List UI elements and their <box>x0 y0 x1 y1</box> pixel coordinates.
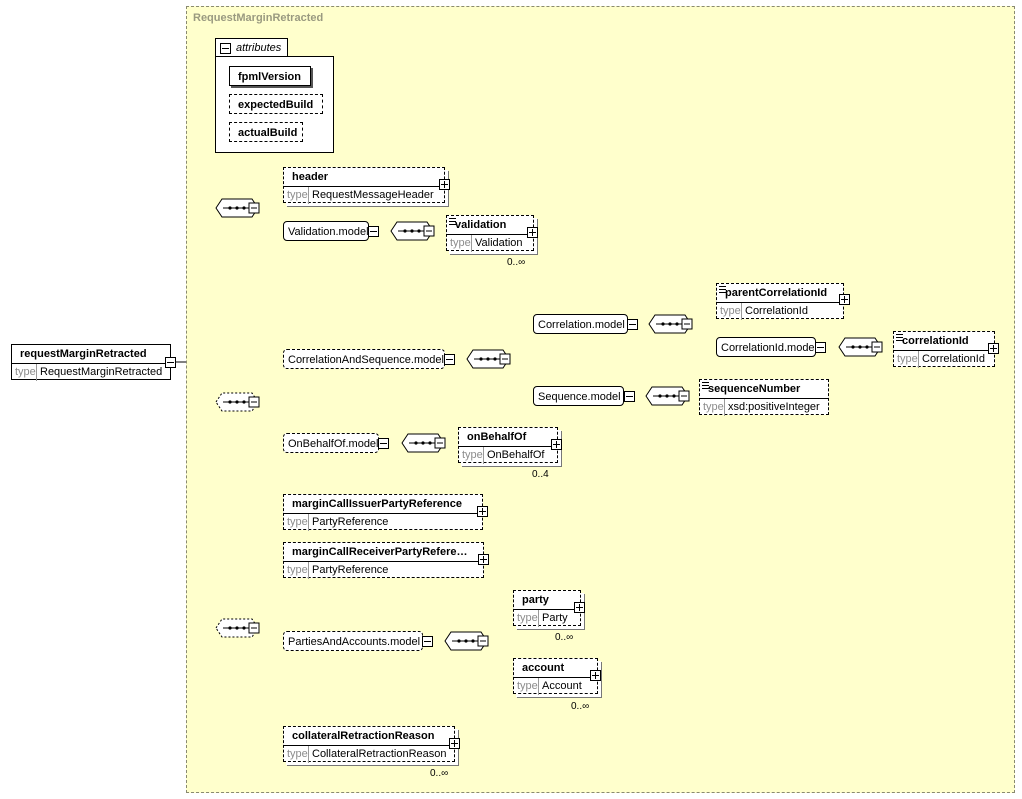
header-element-type: RequestMessageHeader <box>312 189 434 201</box>
type-label: type <box>450 237 471 249</box>
parent-correlation-id-name: parentCorrelationId <box>725 287 828 299</box>
validation-model-group[interactable]: Validation.model <box>283 221 369 241</box>
header-element-name: header <box>292 171 329 183</box>
type-label: type <box>287 189 308 201</box>
correlation-id-element[interactable]: correlationId type CorrelationId <box>893 331 995 368</box>
root-element-type: RequestMarginRetracted <box>40 366 163 378</box>
type-label: type <box>15 366 36 378</box>
correlation-and-sequence-model-group[interactable]: CorrelationAndSequence.model <box>283 349 445 369</box>
type-label: type <box>897 353 918 365</box>
validation-element-name: validation <box>455 219 507 231</box>
expand-icon[interactable] <box>439 179 450 190</box>
correlation-id-type: CorrelationId <box>922 353 985 365</box>
collapse-icon[interactable] <box>165 357 176 368</box>
sequence-compositor[interactable] <box>444 631 494 651</box>
collateral-retraction-reason-name: collateralRetractionReason <box>292 730 435 742</box>
collapse-icon[interactable] <box>444 354 455 365</box>
sequence-compositor[interactable] <box>838 337 888 357</box>
sequence-compositor[interactable] <box>215 618 265 638</box>
on-behalf-of-model-group[interactable]: OnBehalfOf.model <box>283 433 379 453</box>
account-element-name: account <box>522 662 565 674</box>
sequence-number-element[interactable]: sequenceNumber type xsd:positiveInteger <box>699 379 829 416</box>
type-label: type <box>287 516 308 528</box>
collateral-retraction-reason-element[interactable]: collateralRetractionReason type Collatera… <box>283 726 455 763</box>
attributes-tab[interactable]: attributes <box>215 38 288 57</box>
expand-icon[interactable] <box>478 554 489 565</box>
party-element-name: party <box>522 594 549 606</box>
root-element-name: requestMarginRetracted <box>20 348 147 360</box>
type-label: type <box>517 680 538 692</box>
type-label: type <box>462 449 483 461</box>
sequence-number-type: xsd:positiveInteger <box>728 401 820 413</box>
correlation-id-model-group[interactable]: CorrelationId.model <box>716 337 817 357</box>
attribute-fpml-version[interactable]: fpmlVersion <box>229 66 311 86</box>
sequence-compositor[interactable] <box>401 433 451 453</box>
on-behalf-of-element[interactable]: onBehalfOf type OnBehalfOf <box>458 427 558 464</box>
sequence-number-name: sequenceNumber <box>708 383 801 395</box>
collapse-icon[interactable] <box>220 43 231 54</box>
documentation-icon <box>719 286 726 293</box>
party-element-type: Party <box>542 612 568 624</box>
sequence-compositor[interactable] <box>645 386 695 406</box>
margin-call-receiver-party-reference-name: marginCallReceiverPartyRefere… <box>292 546 468 558</box>
expand-icon[interactable] <box>551 439 562 450</box>
root-element[interactable]: requestMarginRetracted type RequestMargin… <box>11 344 171 381</box>
expand-icon[interactable] <box>988 343 999 354</box>
collapse-icon[interactable] <box>422 636 433 647</box>
attribute-expected-build[interactable]: expectedBuild <box>229 94 323 114</box>
type-label: type <box>517 612 538 624</box>
occurrence-label: 0..∞ <box>555 632 574 643</box>
collapse-icon[interactable] <box>378 438 389 449</box>
collapse-icon[interactable] <box>368 226 379 237</box>
header-element[interactable]: header type RequestMessageHeader <box>283 167 445 204</box>
collapse-icon[interactable] <box>627 319 638 330</box>
correlation-model-group[interactable]: Correlation.model <box>533 314 628 334</box>
type-label: type <box>287 564 308 576</box>
party-element[interactable]: party type Party <box>513 590 581 627</box>
attribute-actual-build[interactable]: actualBuild <box>229 122 303 142</box>
correlation-id-name: correlationId <box>902 335 969 347</box>
parties-and-accounts-model-group[interactable]: PartiesAndAccounts.model <box>283 631 423 651</box>
expand-icon[interactable] <box>449 738 460 749</box>
margin-call-issuer-party-reference-element[interactable]: marginCallIssuerPartyReference type Party… <box>283 494 483 531</box>
margin-call-receiver-party-reference-element[interactable]: marginCallReceiverPartyRefere… type Party… <box>283 542 484 579</box>
validation-element[interactable]: validation type Validation <box>446 215 534 252</box>
collateral-retraction-reason-type: CollateralRetractionReason <box>312 748 447 760</box>
margin-call-issuer-party-reference-name: marginCallIssuerPartyReference <box>292 498 462 510</box>
parent-correlation-id-type: CorrelationId <box>745 305 808 317</box>
expand-icon[interactable] <box>590 670 601 681</box>
account-element-type: Account <box>542 680 582 692</box>
documentation-icon <box>896 334 903 341</box>
sequence-compositor[interactable] <box>390 221 440 241</box>
margin-call-issuer-party-reference-type: PartyReference <box>312 516 389 528</box>
type-label: type <box>720 305 741 317</box>
collapse-icon[interactable] <box>624 391 635 402</box>
margin-call-receiver-party-reference-type: PartyReference <box>312 564 389 576</box>
occurrence-label: 0..∞ <box>571 701 590 712</box>
sequence-compositor[interactable] <box>215 198 265 218</box>
account-element[interactable]: account type Account <box>513 658 598 695</box>
validation-element-type: Validation <box>475 237 523 249</box>
sequence-compositor[interactable] <box>648 314 698 334</box>
expand-icon[interactable] <box>477 506 488 517</box>
occurrence-label: 0..∞ <box>507 257 526 268</box>
on-behalf-of-type: OnBehalfOf <box>487 449 545 461</box>
documentation-icon <box>449 218 456 225</box>
type-label: type <box>287 748 308 760</box>
sequence-compositor[interactable] <box>466 349 516 369</box>
occurrence-label: 0..∞ <box>430 768 449 779</box>
on-behalf-of-name: onBehalfOf <box>467 431 527 443</box>
sequence-compositor[interactable] <box>215 392 265 412</box>
expand-icon[interactable] <box>839 294 850 305</box>
complex-type-title: RequestMarginRetracted <box>193 12 324 24</box>
documentation-icon <box>702 382 709 389</box>
collapse-icon[interactable] <box>815 342 826 353</box>
attributes-title: attributes <box>236 42 282 54</box>
sequence-model-group[interactable]: Sequence.model <box>533 386 624 406</box>
parent-correlation-id-element[interactable]: parentCorrelationId type CorrelationId <box>716 283 844 320</box>
type-label: type <box>703 401 724 413</box>
expand-icon[interactable] <box>527 227 538 238</box>
expand-icon[interactable] <box>574 602 585 613</box>
occurrence-label: 0..4 <box>532 469 549 480</box>
